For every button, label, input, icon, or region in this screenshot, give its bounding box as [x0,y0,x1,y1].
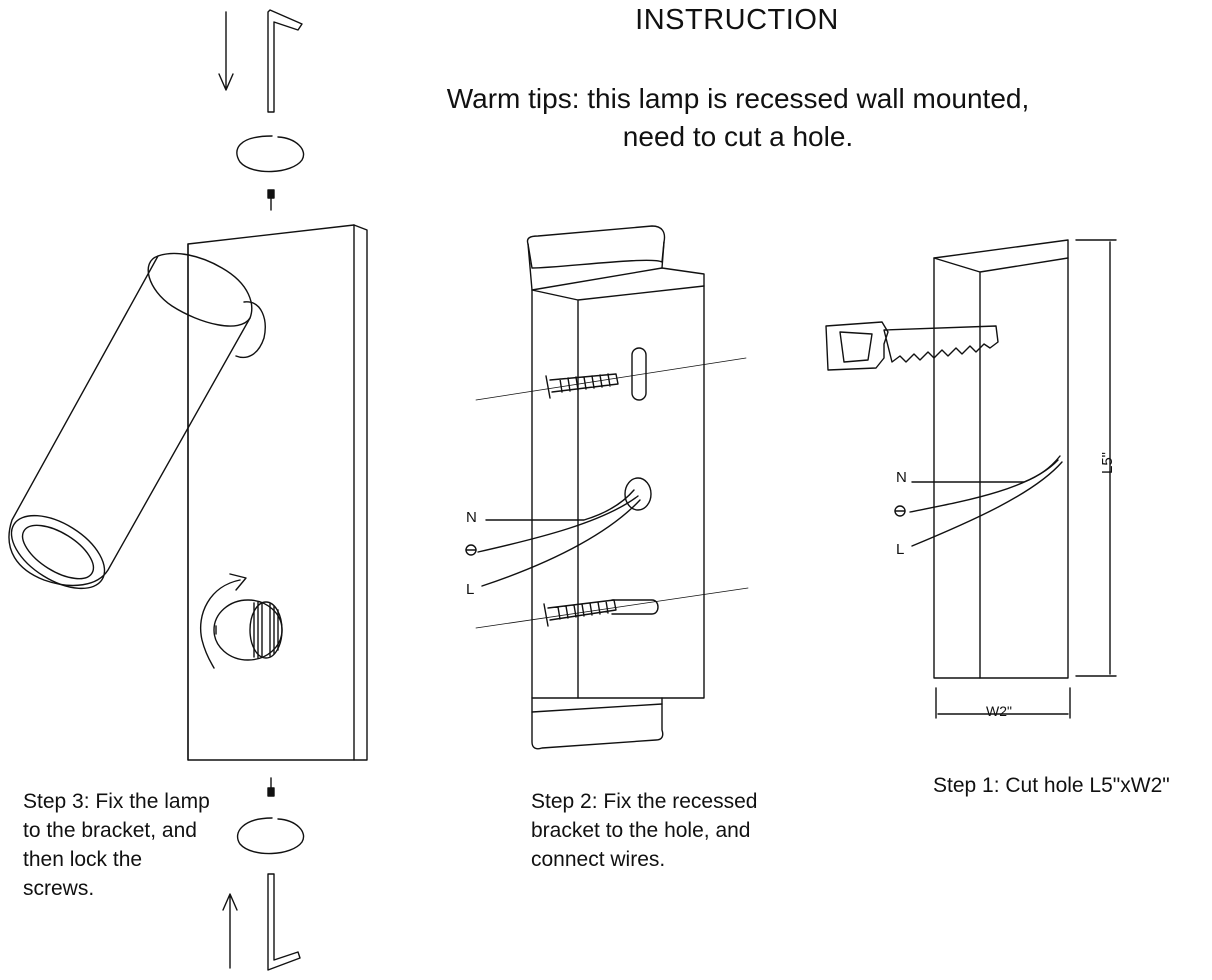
wire-neutral [485,489,635,521]
label-l-step1: L [896,541,904,558]
screw-top [545,373,619,399]
step1-line1: Step 1: Cut hole L5"xW2" [933,774,1170,797]
set-screw-top [267,189,275,199]
step2-line2: bracket to the hole, and [531,819,751,842]
warm-tips: Warm tips: this lamp is recessed wall mo… [300,80,1176,156]
warm-tips-line1: Warm tips: this lamp is recessed wall mo… [446,83,1030,114]
wire-ground [477,495,639,553]
label-l-step2: L [466,581,474,598]
rotation-arrow-knob [200,573,247,669]
wall-block [933,239,1069,679]
step1-caption: Step 1: Cut hole L5"xW2" [933,771,1203,800]
saw-icon [825,321,999,371]
step1-wall-cut [825,239,1117,719]
step2-line3: connect wires. [531,848,666,871]
arrow-up-bottom [222,893,238,969]
set-screw-bottom [267,787,275,797]
step2-caption: Step 2: Fix the recessed bracket to the … [531,787,821,874]
mounting-slot-top [631,347,647,401]
step3-line3: then lock the [23,848,143,871]
wall-plate [187,224,368,761]
hex-key-bottom [267,873,301,971]
dimension-width [935,687,1071,719]
wire-live [481,499,641,587]
bracket-box [531,267,705,699]
dimension-length-label: L5" [1099,452,1116,474]
step3-lamp-assembly [8,9,368,971]
bracket-top-flange [526,225,666,269]
rotation-ellipse-top [236,135,305,173]
warm-tips-line2: need to cut a hole. [622,121,854,152]
label-n-step1: N [896,469,907,486]
screw-bottom [543,599,617,627]
dimension-length [1075,239,1117,677]
wire-hole [624,477,652,511]
label-n-step2: N [466,509,477,526]
step3-line4: screws. [23,877,95,900]
step2-line1: Step 2: Fix the recessed [531,790,758,813]
wire-live-step1 [911,461,1063,547]
lamp-pivot [235,301,266,359]
step3-line2: to the bracket, and [23,819,197,842]
dimension-width-label: W2" [986,703,1012,719]
lamp-opening [10,514,106,590]
step2-bracket [465,225,749,750]
rotation-ellipse-bottom [236,817,305,855]
wire-ground-step1 [909,459,1059,513]
step3-line1: Step 3: Fix the lamp [23,790,210,813]
mounting-slot-bottom [611,599,659,615]
page-title: INSTRUCTION [635,4,839,36]
step3-caption: Step 3: Fix the lamp to the bracket, and… [23,787,263,903]
arrow-down-top [218,11,234,91]
dimmer-knob [213,599,283,661]
hex-key-top [267,9,303,113]
lamp-cylinder [8,252,253,587]
